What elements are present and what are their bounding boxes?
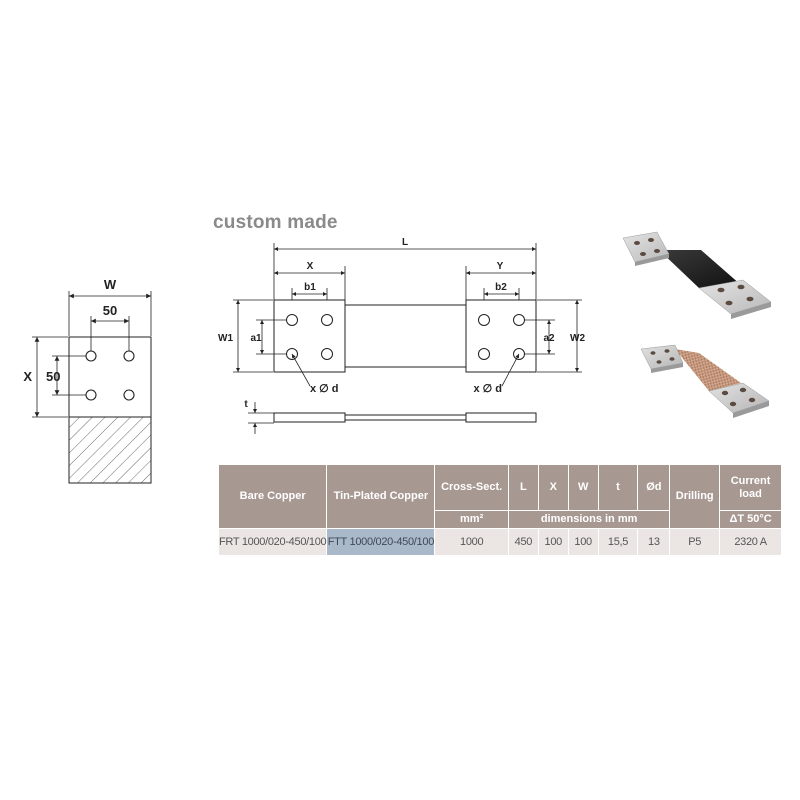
hole-label-right: x ∅ d: [473, 383, 502, 395]
header-delta-t: ΔT 50°C: [719, 510, 782, 529]
side-view-braid: [344, 414, 467, 421]
hole: [123, 389, 135, 401]
cell-d: 13: [637, 528, 671, 556]
cell-t: 15,5: [597, 528, 639, 556]
x-dimension-label: X: [307, 261, 314, 272]
braid-body: [344, 304, 467, 368]
hole: [321, 348, 333, 360]
header-x: X: [537, 464, 569, 511]
header-bare-copper: Bare Copper: [217, 464, 328, 529]
b1-dimension-label: b1: [304, 282, 316, 293]
braid-hatched-area: [68, 416, 152, 484]
hole-spacing-label: 50: [103, 303, 117, 318]
left-terminal-plate: [273, 299, 346, 373]
drilling-pattern-drawing: W 50 X 50: [23, 277, 152, 484]
w-dimension-label: W: [104, 277, 117, 292]
specification-table: Bare Copper Tin-Plated Copper Cross-Sect…: [217, 464, 782, 556]
tin-plated-product-photo: [640, 344, 770, 418]
hole: [513, 314, 525, 326]
hole: [286, 314, 298, 326]
hole: [478, 348, 490, 360]
cell-drilling: P5: [669, 528, 721, 556]
cell-cross: 1000: [434, 528, 509, 556]
cell-bare: FRT 1000/020-450/100: [217, 528, 328, 556]
cell-l: 450: [507, 528, 539, 556]
t-dimension-label: t: [244, 399, 248, 410]
page-title: custom made: [213, 212, 338, 233]
cell-x: 100: [537, 528, 569, 556]
header-cross-sect: Cross-Sect.: [434, 464, 509, 511]
cell-current: 2320 A: [719, 528, 782, 556]
header-drilling: Drilling: [669, 464, 721, 529]
side-view-right-plate: [465, 412, 537, 423]
header-w: W: [567, 464, 599, 511]
hole: [85, 350, 97, 362]
vertical-spacing-label: 50: [46, 369, 60, 384]
header-current-line2: load: [739, 487, 762, 500]
header-l: L: [507, 464, 539, 511]
hole: [123, 350, 135, 362]
y-dimension-label: Y: [497, 261, 504, 272]
header-mm2: mm²: [434, 510, 509, 529]
table-row: FRT 1000/020-450/100 FTT 1000/020-450/10…: [217, 528, 782, 556]
a2-dimension-label: a2: [543, 333, 555, 344]
header-current-line1: Current: [730, 474, 771, 487]
header-t: t: [597, 464, 639, 511]
side-view-left-plate: [273, 412, 346, 423]
bare-copper-product-photo: [622, 231, 772, 319]
w1-dimension-label: W1: [218, 333, 233, 344]
hole-label-left: x ∅ d: [310, 383, 339, 395]
hole: [321, 314, 333, 326]
hole: [85, 389, 97, 401]
header-dimensions: dimensions in mm: [507, 510, 671, 529]
right-terminal-plate: [465, 299, 537, 373]
cell-w: 100: [567, 528, 599, 556]
header-od: Ød: [637, 464, 671, 511]
busbar-technical-drawing: L X Y b1 b2 W1 a1 W2 a2 x ∅ d x ∅ d t: [218, 237, 585, 434]
l-dimension-label: L: [402, 237, 408, 248]
cell-tin[interactable]: FTT 1000/020-450/100: [326, 528, 436, 556]
header-current-load: Current load: [719, 464, 782, 511]
w2-dimension-label: W2: [570, 333, 585, 344]
b2-dimension-label: b2: [495, 282, 507, 293]
a1-dimension-label: a1: [250, 333, 262, 344]
header-tin-plated: Tin-Plated Copper: [326, 464, 436, 529]
hole: [478, 314, 490, 326]
x-dimension-label: X: [23, 369, 32, 384]
